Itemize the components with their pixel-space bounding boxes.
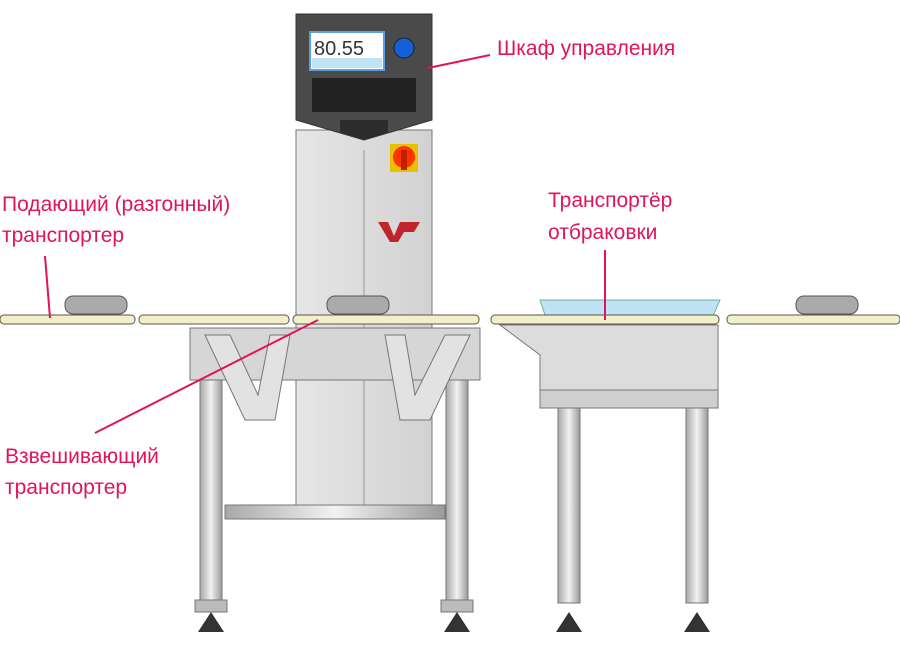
label-reject-line2: отбраковки bbox=[548, 221, 658, 244]
display-button bbox=[393, 37, 415, 59]
leader-lines bbox=[44, 54, 606, 434]
label-infeed-line2: транспортер bbox=[2, 224, 125, 247]
products bbox=[64, 295, 859, 315]
control-column: 80.55 bbox=[295, 13, 433, 506]
label-reject-line1: Транспортёр bbox=[548, 189, 673, 212]
weigher-frame bbox=[189, 327, 481, 632]
label-infeed-line1: Подающий (разгонный) bbox=[2, 193, 231, 216]
label-control-cabinet: Шкаф управления bbox=[497, 37, 676, 60]
label-weigh-line2: транспортер bbox=[5, 476, 128, 499]
weight-display: 80.55 bbox=[314, 38, 364, 60]
reject-frame bbox=[498, 299, 721, 632]
logo-icon bbox=[378, 222, 420, 242]
conveyor-belts bbox=[0, 314, 900, 325]
label-weigh-line1: Взвешивающий bbox=[5, 445, 159, 468]
